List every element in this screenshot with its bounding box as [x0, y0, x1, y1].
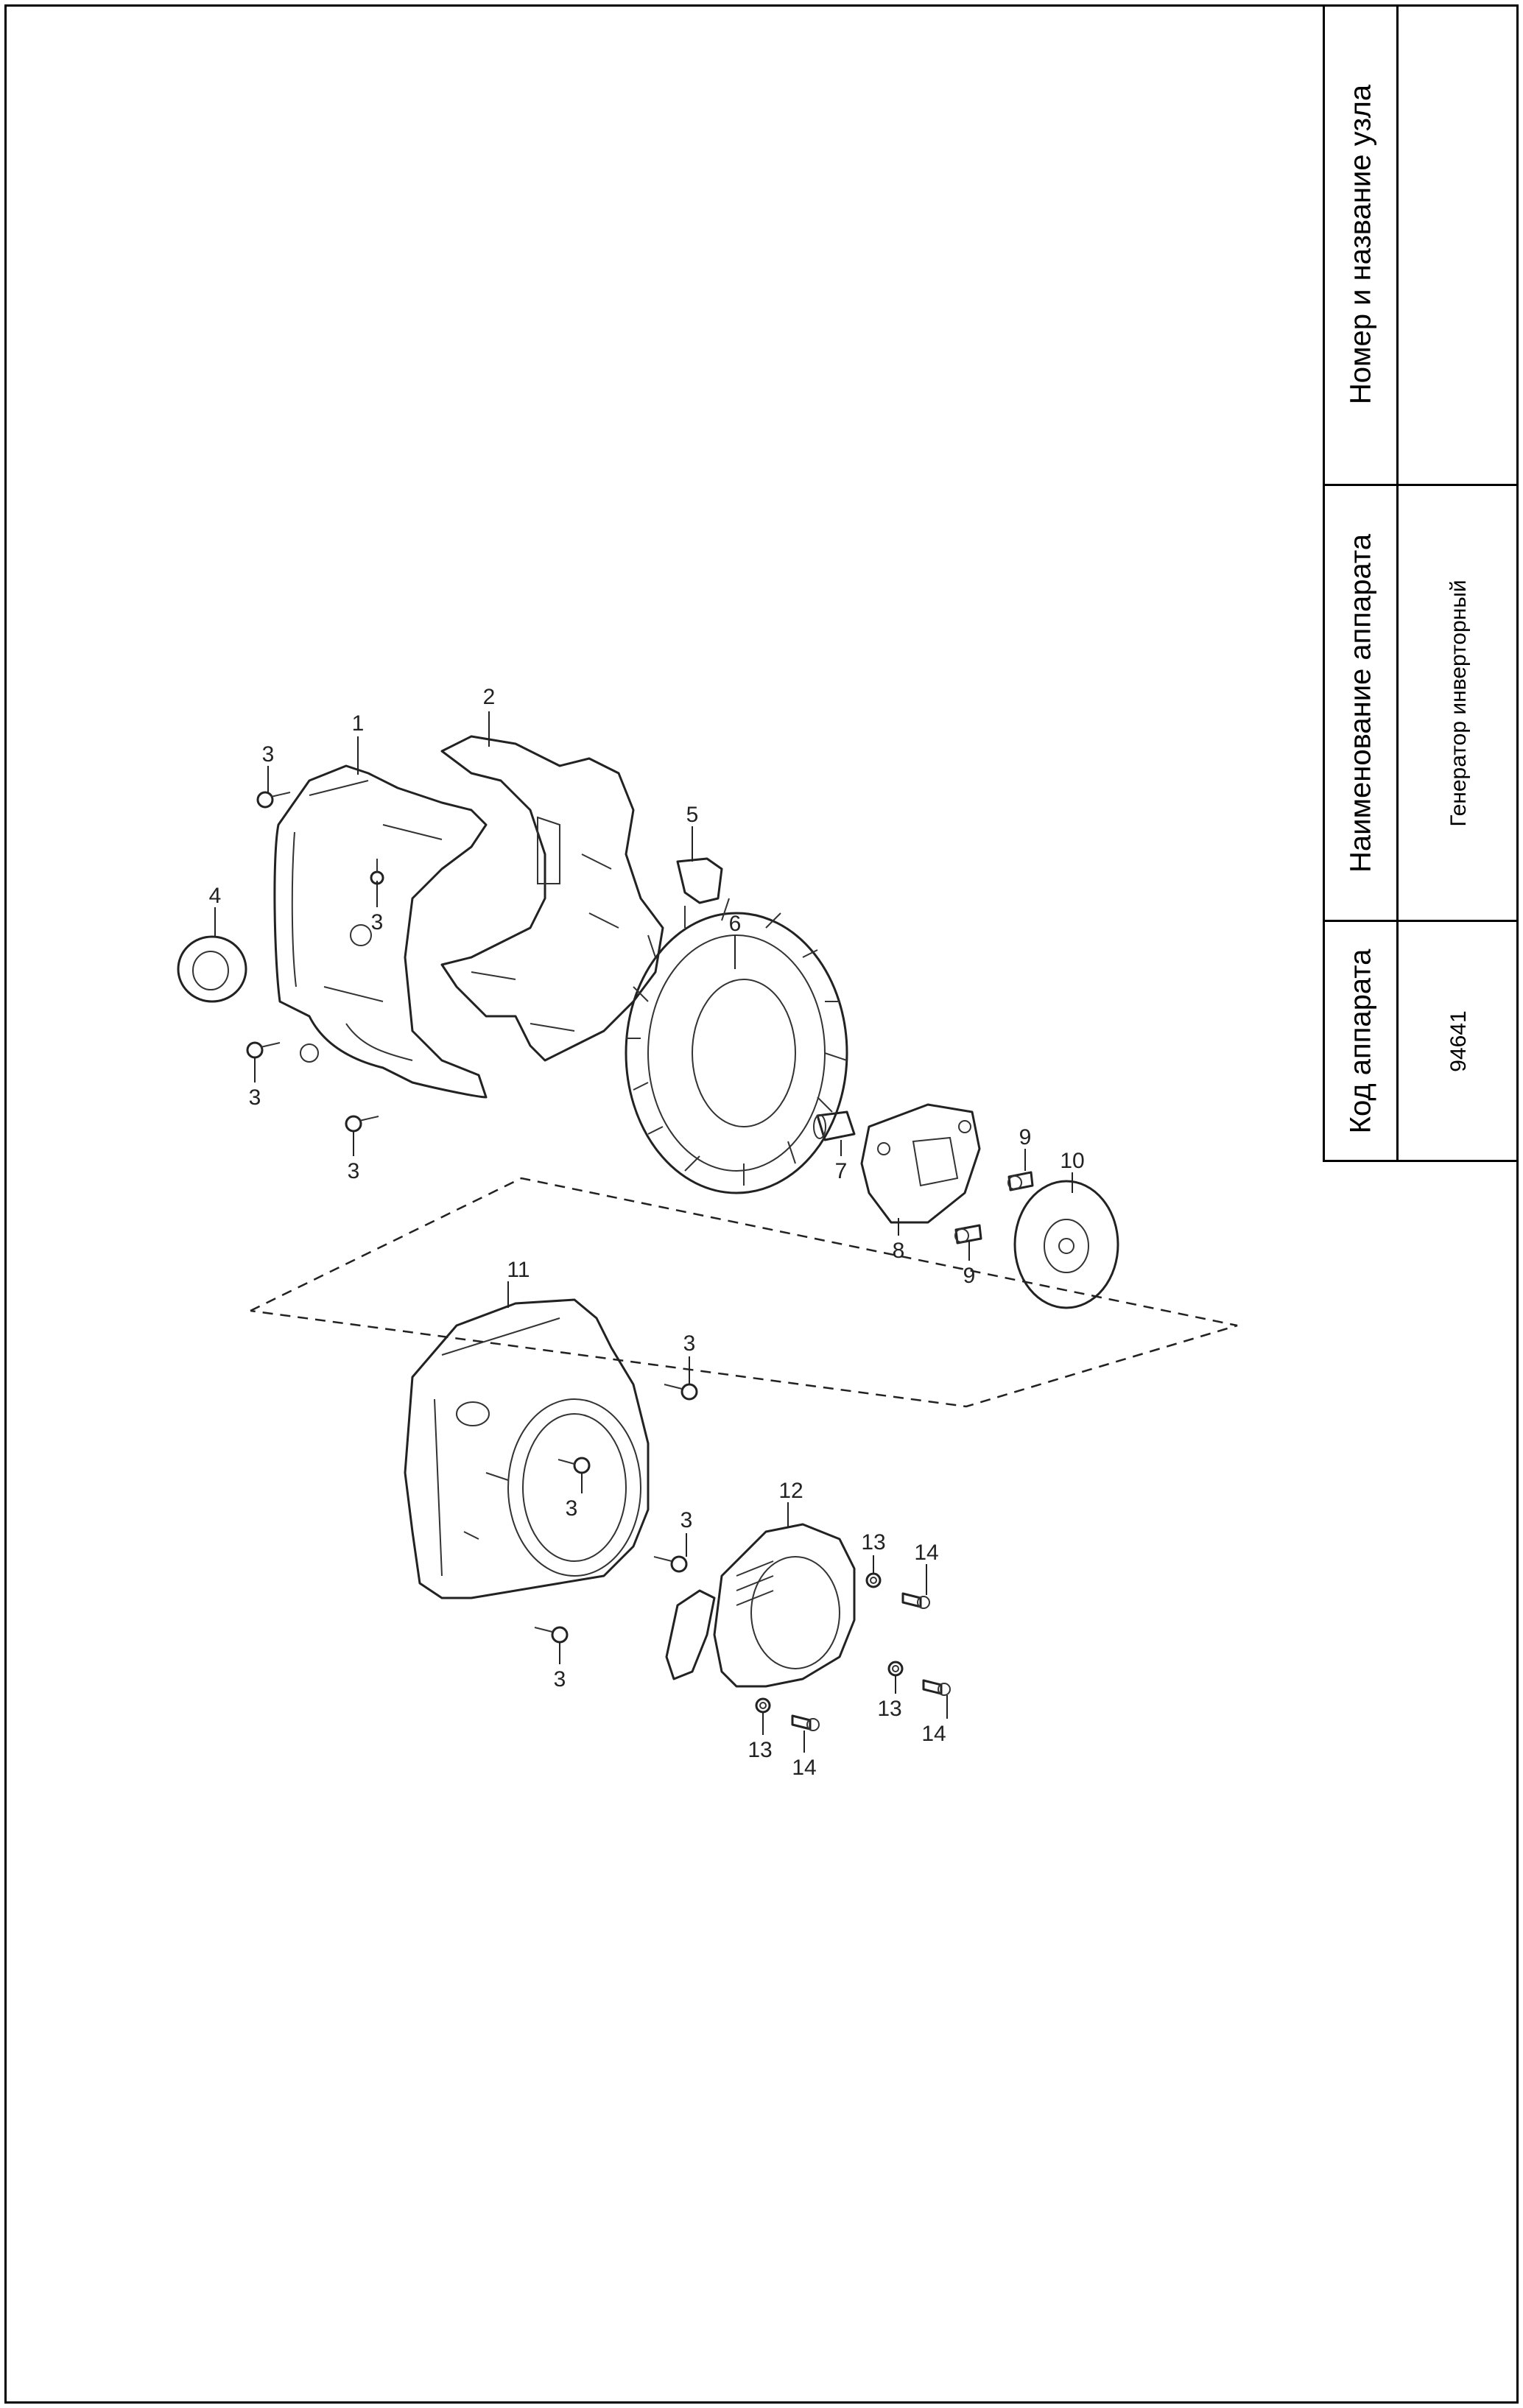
- part-12-recoil-starter: [665, 1523, 856, 1688]
- part-3-bolt-h: [534, 1626, 569, 1644]
- value-apparatus-name: Генератор инверторный: [1446, 579, 1471, 827]
- callout-3-a: 3: [262, 742, 275, 767]
- callout-4: 4: [209, 884, 222, 908]
- title-block-header-column: Номер и название узла Наименование аппар…: [1325, 4, 1399, 1160]
- callout-13-a: 13: [861, 1530, 885, 1555]
- part-9-bolt-a: [1007, 1171, 1034, 1191]
- header-apparatus-name: Наименование аппарата: [1344, 533, 1376, 873]
- callout-6: 6: [729, 912, 742, 936]
- callout-3-g: 3: [680, 1508, 693, 1532]
- part-13-nut-b: [887, 1661, 904, 1677]
- callout-5: 5: [686, 803, 699, 827]
- callout-14-b: 14: [921, 1722, 946, 1746]
- part-14-screw-c: [791, 1714, 820, 1731]
- value-cell-code: 94641: [1399, 922, 1519, 1160]
- header-cell-node: Номер и название узла: [1325, 4, 1396, 486]
- part-3-bolt-d: [345, 1115, 379, 1133]
- part-3-bolt-b: [370, 859, 384, 885]
- part-4-cap: [177, 935, 247, 1003]
- callout-2: 2: [483, 685, 496, 709]
- callout-14-a: 14: [914, 1541, 938, 1565]
- callout-12: 12: [778, 1479, 803, 1503]
- part-3-bolt-e: [664, 1383, 698, 1401]
- callout-3-h: 3: [554, 1667, 566, 1691]
- callout-3-e: 3: [683, 1331, 696, 1356]
- part-2-blower-housing: [440, 735, 664, 1062]
- part-14-screw-b: [922, 1679, 951, 1696]
- part-1-fan-shroud: [273, 764, 488, 1099]
- callout-13-c: 13: [748, 1738, 772, 1762]
- callout-3-f: 3: [566, 1496, 578, 1521]
- callout-8: 8: [893, 1239, 905, 1263]
- value-cell-node: [1399, 4, 1519, 486]
- part-3-bolt-c: [246, 1041, 281, 1059]
- assembly-group-outline: [250, 1177, 1238, 1408]
- part-14-screw-a: [901, 1592, 930, 1609]
- part-7-bushing: [813, 1110, 856, 1141]
- callout-3-d: 3: [348, 1159, 360, 1183]
- part-13-nut-c: [755, 1697, 771, 1714]
- part-3-bolt-a: [256, 791, 291, 809]
- part-5-clip: [676, 857, 723, 904]
- callout-11: 11: [507, 1258, 530, 1282]
- value-apparatus-code: 94641: [1446, 1010, 1471, 1072]
- callout-7: 7: [835, 1159, 848, 1183]
- header-apparatus-code: Код аппарата: [1344, 948, 1376, 1133]
- title-block-value-column: Генератор инверторный 94641: [1399, 4, 1519, 1160]
- part-6-flywheel: [625, 898, 848, 1194]
- part-13-nut-a: [865, 1572, 882, 1588]
- drawing-sheet-frame: [4, 4, 1519, 2404]
- header-cell-name: Наименование аппарата: [1325, 486, 1396, 922]
- callout-3-b: 3: [371, 910, 384, 934]
- header-cell-code: Код аппарата: [1325, 922, 1396, 1160]
- callout-1: 1: [352, 711, 365, 736]
- callout-9-a: 9: [1019, 1125, 1032, 1150]
- part-9-bolt-b: [954, 1224, 982, 1245]
- header-node-name: Номер и название узла: [1344, 84, 1376, 404]
- part-3-bolt-g: [653, 1555, 688, 1573]
- callout-10: 10: [1060, 1149, 1084, 1173]
- title-block: Номер и название узла Наименование аппар…: [1323, 4, 1519, 1162]
- callout-14-c: 14: [792, 1756, 816, 1780]
- callout-13-b: 13: [877, 1697, 901, 1721]
- value-cell-name: Генератор инверторный: [1399, 486, 1519, 922]
- part-11-recoil-cover: [404, 1298, 650, 1599]
- leader-lines: [214, 711, 1073, 1753]
- part-8-hub-plate: [860, 1103, 981, 1224]
- callout-3-c: 3: [249, 1085, 261, 1110]
- part-10-starter-pulley: [1013, 1180, 1119, 1309]
- part-3-bolt-f: [558, 1457, 591, 1474]
- callout-9-b: 9: [963, 1264, 976, 1288]
